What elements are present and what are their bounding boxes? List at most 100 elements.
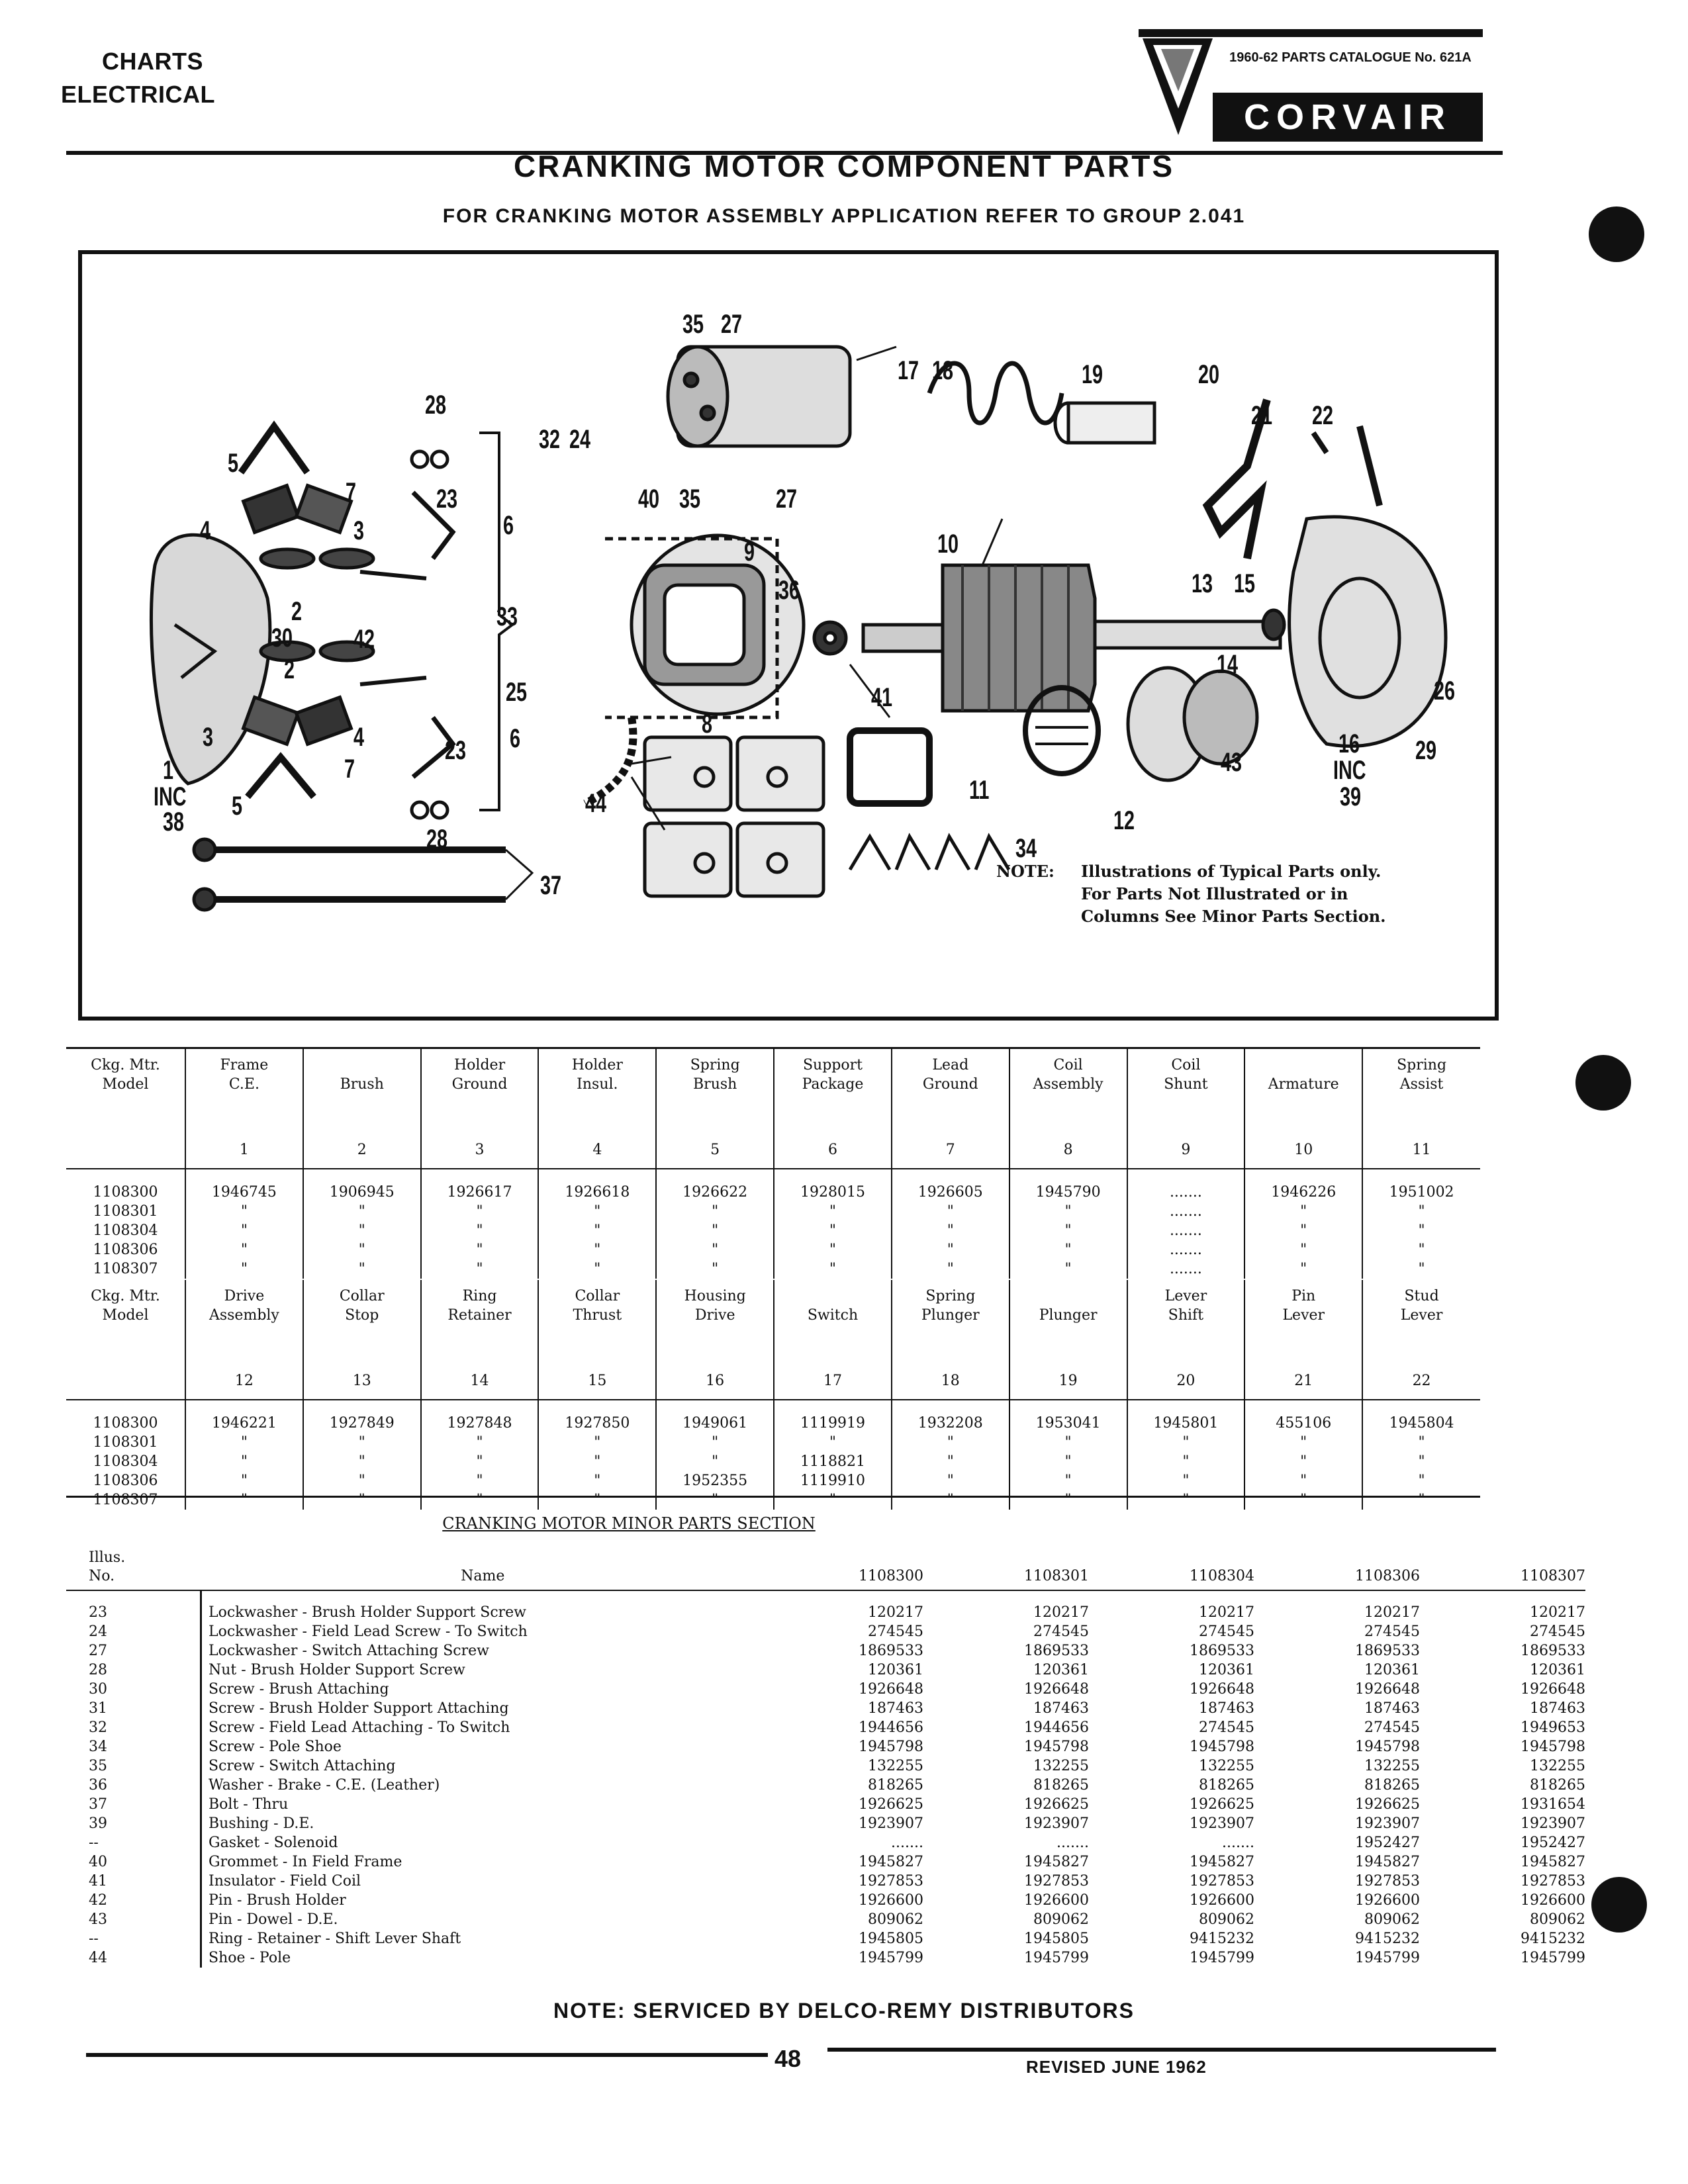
part-number-cell: " <box>1008 1259 1127 1279</box>
minor-part-row: --Gasket - Solenoid.....................… <box>66 1833 1585 1852</box>
table1-num-8: 8 <box>1008 1140 1127 1169</box>
part-number-cell: 1952427 <box>1355 1835 1420 1851</box>
table2-num-17: 17 <box>773 1371 892 1400</box>
illus-number-cell: 30 <box>89 1681 107 1698</box>
callout-23b: 23 <box>445 736 467 765</box>
part-number-cell: 132255 <box>1199 1758 1254 1774</box>
part-name-cell: Screw - Brush Attaching <box>200 1680 758 1699</box>
part-number-cell: " <box>773 1433 892 1452</box>
part-number-cell: 818265 <box>1364 1777 1420 1794</box>
illus-number-cell: 44 <box>89 1950 107 1966</box>
table2-model-header: Ckg. Mtr.Model <box>91 1288 160 1324</box>
note-label: NOTE: <box>996 862 1055 881</box>
field-coil-insulator-icon <box>847 727 933 807</box>
part-number-cell: 274545 <box>1199 1719 1254 1736</box>
part-number-cell: 1927853 <box>1521 1873 1585 1889</box>
part-number-cell: 1945801 <box>1126 1400 1245 1433</box>
table-row: 1108307""""""""""" <box>66 1490 1480 1510</box>
part-number-cell: " <box>890 1452 1009 1471</box>
part-number-cell: 1932208 <box>890 1400 1009 1433</box>
part-number-cell: " <box>890 1433 1009 1452</box>
part-number-cell: " <box>302 1259 421 1279</box>
part-number-cell: 1945827 <box>859 1854 923 1870</box>
part-number-cell: " <box>1244 1471 1363 1490</box>
minor-header-row: Illus.No. Name 1108300 1108301 1108304 1… <box>66 1549 1585 1591</box>
part-number-cell: 274545 <box>1364 1719 1420 1736</box>
part-number-cell: 1927853 <box>1190 1873 1254 1889</box>
illus-number-cell: 39 <box>89 1815 107 1832</box>
illus-number-cell: -- <box>89 1835 99 1851</box>
part-number-cell: 120217 <box>868 1604 923 1621</box>
callout-7b: 7 <box>344 754 355 784</box>
part-number-cell: " <box>1362 1452 1480 1471</box>
callout-35b: 35 <box>679 484 701 514</box>
pole-shoe-icon <box>643 735 733 812</box>
table1-col-2: Brush <box>302 1049 421 1140</box>
part-number-cell: 9415232 <box>1190 1931 1254 1947</box>
revision-date: REVISED JUNE 1962 <box>1026 2057 1207 2077</box>
callout-20: 20 <box>1198 360 1220 389</box>
table2-bottom-rule <box>66 1496 1480 1498</box>
part-number-cell: 1945799 <box>859 1950 923 1966</box>
part-number-cell: 274545 <box>1199 1623 1254 1640</box>
illus-number-cell: 42 <box>89 1892 107 1909</box>
part-number-cell: 1926625 <box>1190 1796 1254 1813</box>
part-number-cell: " <box>538 1490 657 1510</box>
part-number-cell: " <box>655 1202 774 1221</box>
part-number-cell: 1926648 <box>1521 1681 1585 1698</box>
part-number-cell: 120361 <box>868 1662 923 1678</box>
part-number-cell: 1945827 <box>1190 1854 1254 1870</box>
part-number-cell: 274545 <box>1530 1623 1585 1640</box>
part-number-cell: 1927850 <box>538 1400 657 1433</box>
table2-num-14: 14 <box>420 1371 539 1400</box>
part-number-cell: " <box>185 1259 303 1279</box>
part-number-cell: " <box>773 1221 892 1240</box>
part-number-cell: 120361 <box>1033 1662 1089 1678</box>
table2-illus-number-row: 12 13 14 15 16 17 18 19 20 21 22 <box>66 1371 1480 1400</box>
part-number-cell: " <box>890 1240 1009 1259</box>
callout-41: 41 <box>871 683 893 712</box>
part-number-cell: 818265 <box>1530 1777 1585 1794</box>
part-number-cell: ....... <box>1126 1221 1245 1240</box>
part-number-cell: 120361 <box>1530 1662 1585 1678</box>
minor-model-header-1: 1108300 <box>758 1549 923 1591</box>
callout-30: 30 <box>271 623 293 653</box>
part-number-cell: " <box>1244 1433 1363 1452</box>
callout-33: 33 <box>496 602 518 631</box>
part-number-cell: " <box>890 1259 1009 1279</box>
part-number-cell: " <box>185 1221 303 1240</box>
part-number-cell: 455106 <box>1244 1400 1363 1433</box>
part-number-cell: 1945798 <box>1521 1739 1585 1755</box>
part-name-cell: Ring - Retainer - Shift Lever Shaft <box>200 1929 758 1948</box>
part-number-cell: " <box>773 1490 892 1510</box>
table-row: 1108301""""""""......."" <box>66 1202 1480 1221</box>
part-number-cell: " <box>538 1221 657 1240</box>
minor-model-header-3: 1108304 <box>1089 1549 1254 1591</box>
part-number-cell: 187463 <box>1199 1700 1254 1717</box>
callout-17: 17 <box>898 356 919 385</box>
callout-7: 7 <box>346 478 357 507</box>
model-number-cell: 1108301 <box>93 1434 158 1451</box>
part-number-cell: " <box>890 1221 1009 1240</box>
part-number-cell: " <box>420 1221 539 1240</box>
part-name-cell: Insulator - Field Coil <box>200 1872 758 1891</box>
part-number-cell: 1945799 <box>1355 1950 1420 1966</box>
brush-spring-icon <box>238 420 310 475</box>
part-number-cell: 1945799 <box>1521 1950 1585 1966</box>
plunger-spring-icon <box>927 361 1064 426</box>
note-line-2: For Parts Not Illustrated or in <box>1081 884 1348 903</box>
part-number-cell: 1927853 <box>1355 1873 1420 1889</box>
table1-num-3: 3 <box>420 1140 539 1169</box>
logo-bar <box>1139 29 1483 37</box>
part-number-cell: 1945827 <box>1355 1854 1420 1870</box>
part-number-cell: 818265 <box>1033 1777 1089 1794</box>
part-number-cell: " <box>1126 1452 1245 1471</box>
part-number-cell: 187463 <box>1530 1700 1585 1717</box>
part-number-cell: " <box>1008 1240 1127 1259</box>
